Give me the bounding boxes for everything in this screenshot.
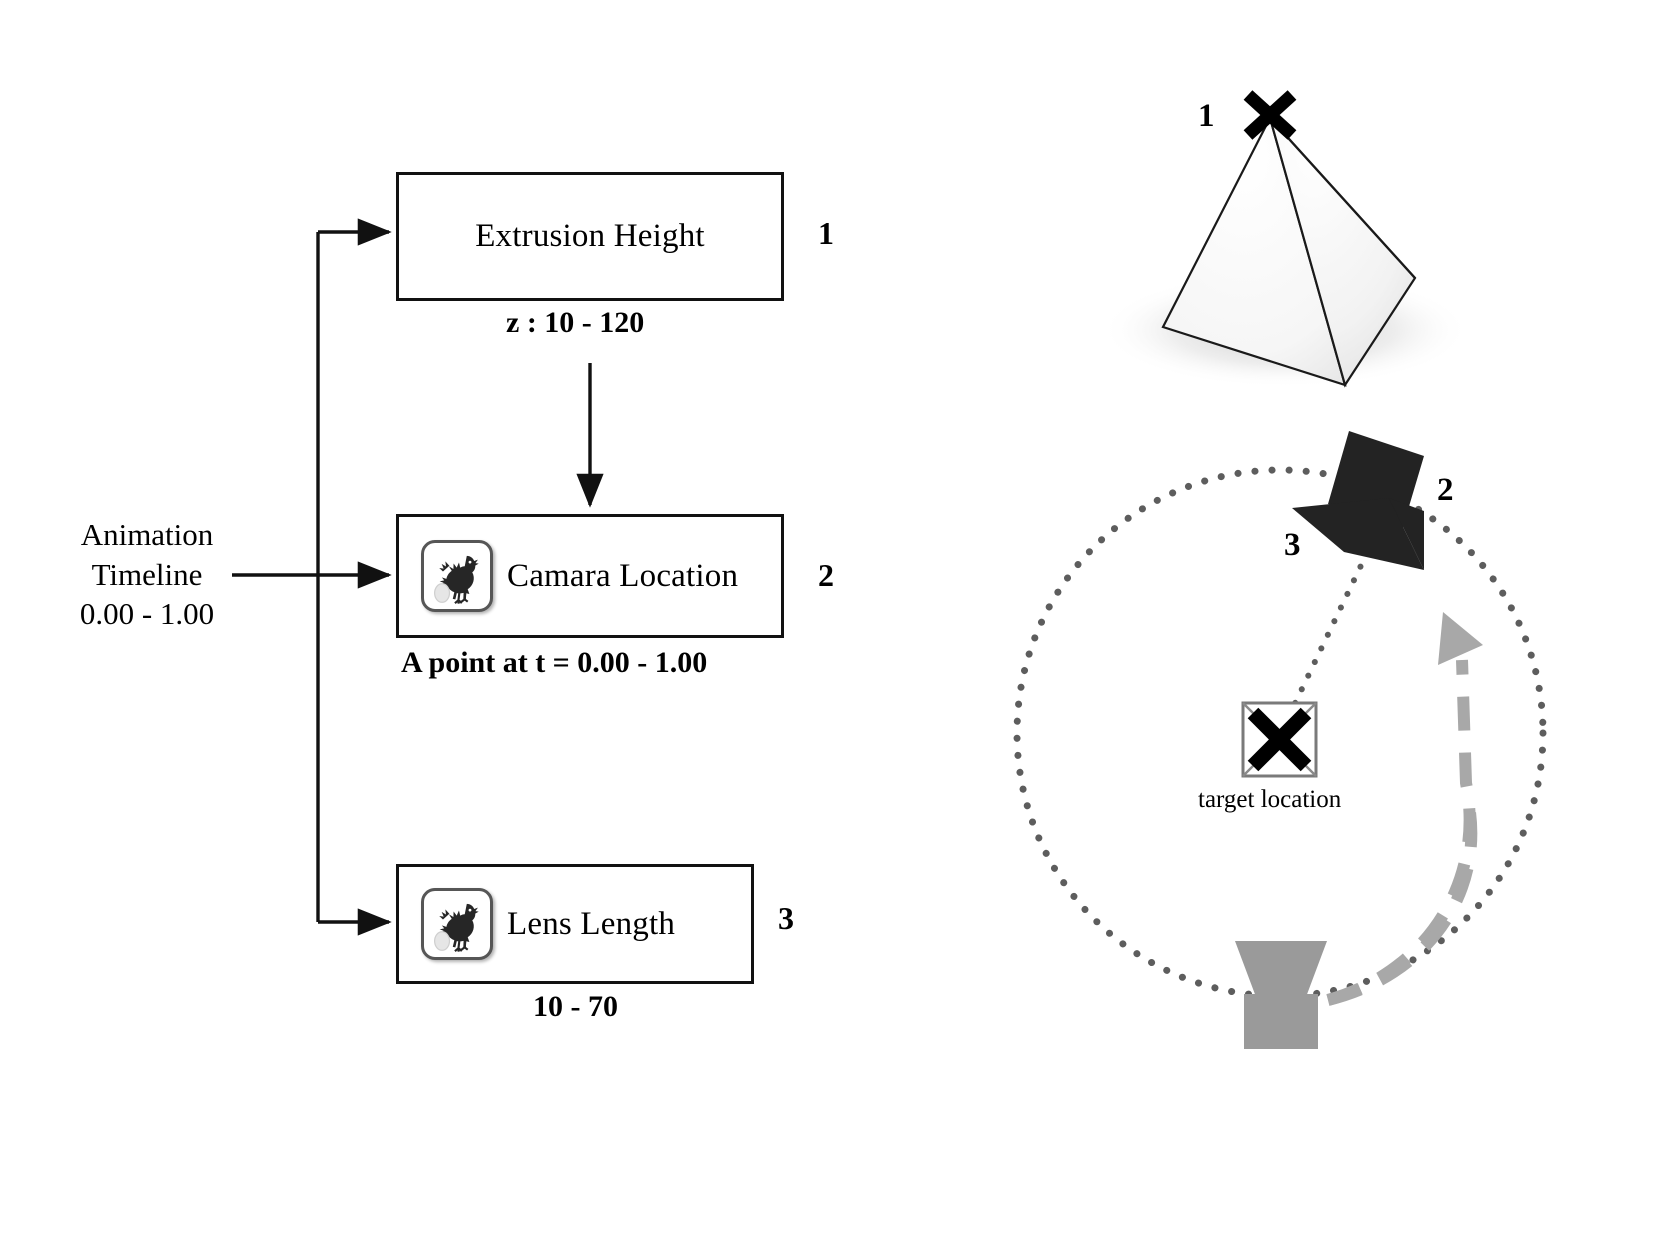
node-extrusion-height-index: 1	[818, 215, 834, 251]
target-location-marker	[1241, 701, 1318, 778]
rooster-egg-icon	[421, 888, 493, 960]
orbit-direction-arrow	[1326, 612, 1483, 1006]
camera-sight-line	[1285, 550, 1370, 721]
rooster-egg-icon	[421, 540, 493, 612]
node-camera-location[interactable]: Camara Location	[396, 514, 784, 638]
timeline-line-2: Timeline	[91, 556, 203, 592]
animation-timeline-label: Animation Timeline 0.00 - 1.00	[62, 515, 232, 634]
target-location-label: target location	[1198, 786, 1342, 813]
node-extrusion-height-label: Extrusion Height	[475, 218, 705, 254]
node-extrusion-height[interactable]: Extrusion Height	[396, 172, 784, 301]
timeline-connector	[232, 218, 392, 936]
timeline-line-3: 0.00 - 1.00	[79, 596, 215, 632]
timeline-line-1: Animation	[80, 517, 214, 552]
node-camera-location-label: Camara Location	[507, 557, 739, 594]
node-lens-length-label: Lens Length	[507, 905, 676, 942]
pyramid-index-label: 1	[1198, 98, 1215, 134]
node-camera-location-caption: A point at t = 0.00 - 1.00	[401, 646, 708, 679]
camera-icon-black	[1292, 431, 1424, 570]
node-camera-location-index: 2	[818, 557, 834, 593]
pyramid-edge-back-right	[1269, 117, 1416, 279]
node-lens-length-caption: 10 - 70	[533, 990, 618, 1023]
target-x-marker	[1247, 707, 1312, 772]
orbit-direction-arrowhead	[1438, 612, 1483, 665]
orbit-path-index-label: 3	[1284, 527, 1301, 563]
orbit-camera-index-label: 2	[1437, 472, 1454, 508]
node-lens-length-index: 3	[778, 900, 794, 936]
camera-icon-gray	[1235, 941, 1327, 1049]
pyramid-apex-x-marker	[1243, 90, 1297, 140]
node-lens-length[interactable]: Lens Length	[396, 864, 754, 984]
node-extrusion-height-caption: z : 10 - 120	[506, 306, 645, 339]
